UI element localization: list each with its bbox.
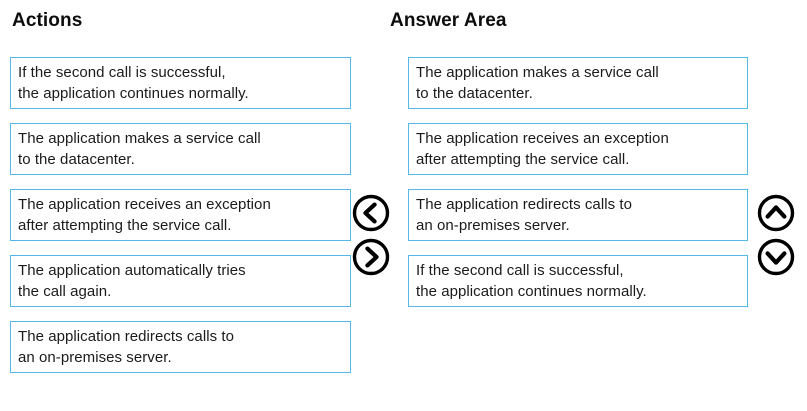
actions-heading: Actions (12, 10, 83, 31)
answer-area-list: The application makes a service call to … (408, 57, 748, 307)
action-item-line1: The application makes a service call (18, 130, 261, 147)
action-item[interactable]: The application automatically tries the … (10, 255, 351, 307)
move-down-button[interactable] (757, 238, 795, 276)
action-item[interactable]: If the second call is successful, the ap… (10, 57, 351, 109)
action-item-line1: The application automatically tries (18, 262, 246, 279)
action-item-line2: after attempting the service call. (18, 217, 232, 234)
answer-item-line2: an on-premises server. (416, 217, 570, 234)
action-item[interactable]: The application receives an exception af… (10, 189, 351, 241)
move-left-icon (352, 194, 390, 232)
answer-item-line1: The application redirects calls to (416, 196, 632, 213)
action-item-line1: The application redirects calls to (18, 328, 234, 345)
action-item-line2: to the datacenter. (18, 151, 135, 168)
answer-item[interactable]: The application redirects calls to an on… (408, 189, 748, 241)
action-item-line2: an on-premises server. (18, 349, 172, 366)
answer-item-line1: The application receives an exception (416, 130, 669, 147)
move-right-icon (352, 238, 390, 276)
answer-area-heading: Answer Area (390, 10, 507, 31)
action-item[interactable]: The application redirects calls to an on… (10, 321, 351, 373)
move-up-icon (757, 194, 795, 232)
move-left-button[interactable] (352, 194, 390, 232)
answer-item-line2: after attempting the service call. (416, 151, 630, 168)
action-item-line2: the application continues normally. (18, 85, 249, 102)
move-down-icon (757, 238, 795, 276)
move-up-button[interactable] (757, 194, 795, 232)
answer-item[interactable]: The application makes a service call to … (408, 57, 748, 109)
move-right-button[interactable] (352, 238, 390, 276)
actions-list: If the second call is successful, the ap… (10, 57, 351, 373)
action-item[interactable]: The application makes a service call to … (10, 123, 351, 175)
answer-item[interactable]: The application receives an exception af… (408, 123, 748, 175)
answer-item-line1: If the second call is successful, (416, 262, 624, 279)
answer-item[interactable]: If the second call is successful, the ap… (408, 255, 748, 307)
answer-item-line1: The application makes a service call (416, 64, 659, 81)
action-item-line2: the call again. (18, 283, 112, 300)
action-item-line1: If the second call is successful, (18, 64, 226, 81)
action-item-line1: The application receives an exception (18, 196, 271, 213)
answer-item-line2: the application continues normally. (416, 283, 647, 300)
answer-item-line2: to the datacenter. (416, 85, 533, 102)
